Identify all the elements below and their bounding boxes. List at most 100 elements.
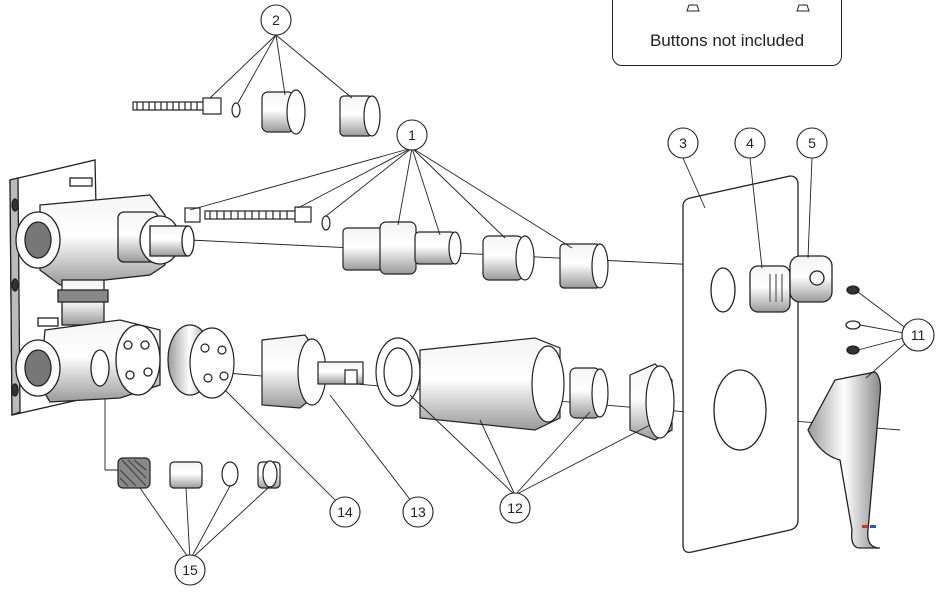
part-group-1 [184, 206, 609, 289]
callout-label: 13 [410, 504, 426, 520]
long-threaded-rod [204, 210, 306, 220]
bracket-bolt [69, 177, 93, 187]
diverter-hole [123, 340, 133, 350]
handle-insert [846, 345, 860, 355]
diverter-hole [140, 340, 150, 350]
leader-1 [397, 147, 413, 226]
cartridge-base [342, 227, 384, 271]
callout-label: 5 [808, 135, 816, 151]
o-ring [221, 461, 239, 487]
leader-1 [411, 147, 441, 236]
trim-ring-inner [383, 347, 413, 397]
bracket-hole [11, 383, 19, 397]
hot-indicator [862, 525, 868, 528]
callout-label: 14 [337, 504, 353, 520]
leader-12 [409, 394, 516, 496]
callout-11: 11 [901, 318, 935, 352]
stem-end [448, 231, 462, 265]
callout-label: 11 [911, 327, 926, 343]
note-box: Buttons not included [612, 0, 842, 66]
cap-end [591, 243, 609, 289]
sleeve-opening [531, 345, 565, 423]
plate-hole [200, 343, 210, 353]
leader-12 [479, 419, 516, 496]
leader-1 [325, 147, 413, 217]
plate-hole [217, 345, 227, 355]
cap-end [363, 95, 381, 137]
part-group-15 [117, 457, 281, 489]
leader-5 [807, 157, 813, 259]
callout-2: 2 [260, 4, 292, 36]
bracket-hole [11, 278, 19, 292]
upper-inlet-bore [24, 221, 52, 259]
diverter-hole [143, 367, 153, 377]
sleeve-end [515, 235, 535, 281]
button-icon [796, 4, 810, 12]
leader-2 [209, 34, 277, 99]
spindle-flat [344, 369, 358, 385]
leader-2 [237, 34, 277, 104]
leader-12 [514, 411, 591, 496]
trim-plate [682, 175, 833, 553]
button-icons [686, 4, 810, 12]
callout-label: 2 [272, 12, 280, 28]
sleeve-end [286, 89, 306, 135]
washer [231, 102, 241, 118]
callout-label: 12 [507, 500, 523, 516]
screen-mesh [119, 459, 147, 487]
trim-plate-body [682, 175, 799, 553]
leader-12 [514, 424, 651, 496]
leader-15 [185, 487, 191, 561]
leader-1 [189, 147, 413, 211]
bracket-hole [11, 198, 19, 212]
lever-handle [807, 285, 882, 549]
handle-washer [845, 320, 861, 330]
note-text: Buttons not included [649, 31, 805, 50]
lever-body [807, 371, 882, 549]
hex-nut [184, 207, 201, 223]
diverter-face [115, 324, 161, 396]
plate-button-hole [710, 267, 736, 313]
cold-indicator [870, 525, 876, 528]
grub-screw [846, 285, 860, 295]
button-4-grip [769, 274, 783, 302]
nut-end [591, 368, 609, 418]
callout-label: 4 [746, 135, 754, 151]
leader-1 [411, 147, 573, 249]
callout-label: 15 [182, 562, 198, 578]
upper-cap-end [181, 225, 195, 257]
callout-label: 3 [679, 135, 687, 151]
button-icon [686, 4, 700, 12]
check-valve [169, 461, 203, 489]
lower-port [90, 349, 110, 387]
leader-lines [139, 34, 916, 561]
part-row-lower [167, 324, 675, 441]
leader-14 [224, 389, 346, 511]
leader-2 [275, 34, 353, 99]
rod-coupler [294, 206, 312, 223]
leader-1 [297, 147, 413, 209]
valve-body [9, 159, 195, 416]
leader-3 [682, 157, 706, 209]
cartridge-nut [379, 221, 417, 275]
plug-end [262, 460, 278, 488]
lower-inlet-bore [24, 349, 52, 387]
leader-15 [189, 485, 231, 561]
callout-14: 14 [329, 496, 361, 528]
column-thread [57, 289, 109, 303]
bracket-bolt [37, 317, 59, 327]
diverter-plate-face [189, 327, 235, 399]
plate-hole [203, 373, 213, 383]
callout-5: 5 [796, 127, 828, 159]
leader-15 [139, 487, 191, 561]
leader-1 [411, 147, 506, 239]
callout-12: 12 [499, 492, 531, 524]
button-5-symbol [809, 270, 825, 286]
callout-1: 1 [396, 119, 428, 151]
leader-13 [329, 394, 419, 511]
callout-13: 13 [402, 496, 434, 528]
part-group-2 [132, 89, 381, 137]
leader-2 [275, 34, 286, 96]
leader-4 [749, 157, 763, 269]
